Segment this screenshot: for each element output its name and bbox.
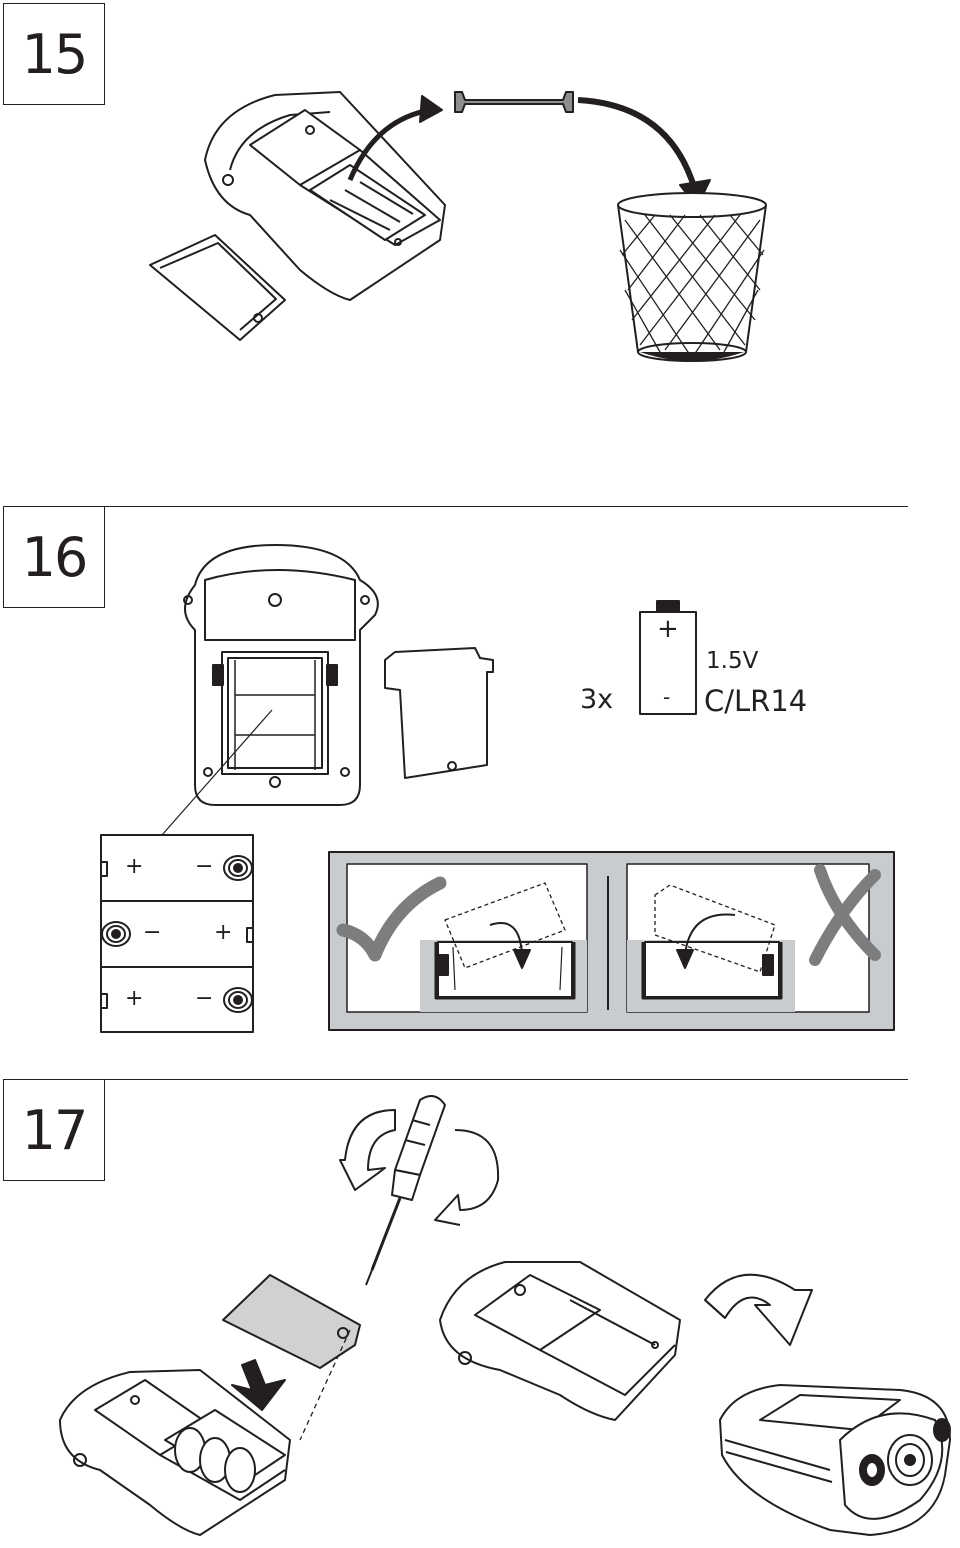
step-17-number: 17 [3,1079,105,1181]
insertion-panel [328,851,895,1031]
lamp-device-open [183,544,379,806]
spring-contact-icon [223,987,253,1013]
battery-icon [639,600,697,715]
flip-arrow-icon [704,1273,813,1346]
transport-strip [454,91,574,113]
lamp-device-open [59,1369,291,1536]
section-divider [105,1079,908,1080]
step-15-number: 15 [3,3,105,105]
step-number: 17 [21,1098,89,1162]
step-16-illustration [100,544,895,1033]
polarity-label: + [214,920,233,945]
battery-quantity: 3x [580,684,614,715]
cross-icon [809,864,881,966]
polarity-label: + [125,986,144,1011]
battery-minus-sign: - [663,685,671,709]
spring-contact-icon [223,855,253,881]
lamp-device-front [719,1384,951,1536]
spring-contact-icon [101,921,131,947]
curved-arrow [577,97,698,191]
step-15-illustration [149,91,767,362]
battery-cover [384,647,494,779]
waste-basket-icon [617,192,767,362]
step-16-number: 16 [3,506,105,608]
polarity-label: + [125,854,144,879]
screwdriver-icon [339,1095,500,1286]
battery-voltage: 1.5V [706,648,759,674]
step-number: 15 [21,22,89,86]
polarity-label: − [195,854,214,879]
lamp-device-closed [439,1261,681,1421]
battery-cover [149,234,286,341]
checkmark-icon [336,876,447,962]
battery-cover [222,1274,361,1369]
down-arrow-icon [231,1359,286,1411]
step-number: 16 [21,525,89,589]
battery-type: C/LR14 [704,684,808,718]
battery-orientation-diagram [100,834,254,1033]
section-divider [105,506,908,507]
battery-plus-sign: + [657,614,679,644]
curved-arrow [347,107,431,181]
polarity-label: − [195,986,214,1011]
polarity-label: − [143,920,162,945]
